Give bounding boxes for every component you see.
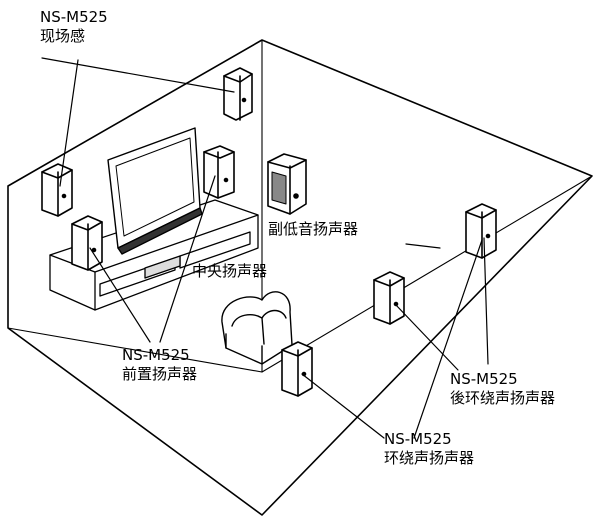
subwoofer-label: 副低音扬声器 bbox=[268, 220, 358, 239]
front-speaker-label: NS-M525 前置扬声器 bbox=[122, 346, 197, 384]
left-presence-speaker-icon bbox=[42, 164, 72, 216]
surround-back-speaker-label: NS-M525 後环绕声扬声器 bbox=[450, 370, 555, 408]
center-role: 中央扬声器 bbox=[192, 262, 267, 281]
presence-role: 现场感 bbox=[40, 27, 108, 46]
presence-speaker-label: NS-M525 现场感 bbox=[40, 8, 108, 46]
subwoofer-icon bbox=[268, 154, 306, 214]
front-right-speaker-icon bbox=[204, 146, 234, 198]
surround-back-role: 後环绕声扬声器 bbox=[450, 389, 555, 408]
front-role: 前置扬声器 bbox=[122, 365, 197, 384]
surround-role: 环绕声扬声器 bbox=[384, 449, 474, 468]
surround-back-left-speaker-icon bbox=[374, 272, 404, 324]
presence-model: NS-M525 bbox=[40, 8, 108, 27]
front-left-speaker-icon bbox=[72, 216, 102, 270]
surround-left-speaker-icon bbox=[282, 342, 312, 396]
presence-speaker-icon bbox=[224, 68, 252, 120]
surround-back-model: NS-M525 bbox=[450, 370, 555, 389]
surround-speaker-label: NS-M525 环绕声扬声器 bbox=[384, 430, 474, 468]
subwoofer-role: 副低音扬声器 bbox=[268, 220, 358, 239]
surround-back-right-speaker-icon bbox=[466, 204, 496, 258]
center-speaker-label: 中央扬声器 bbox=[192, 262, 267, 281]
front-model: NS-M525 bbox=[122, 346, 197, 365]
surround-model: NS-M525 bbox=[384, 430, 474, 449]
